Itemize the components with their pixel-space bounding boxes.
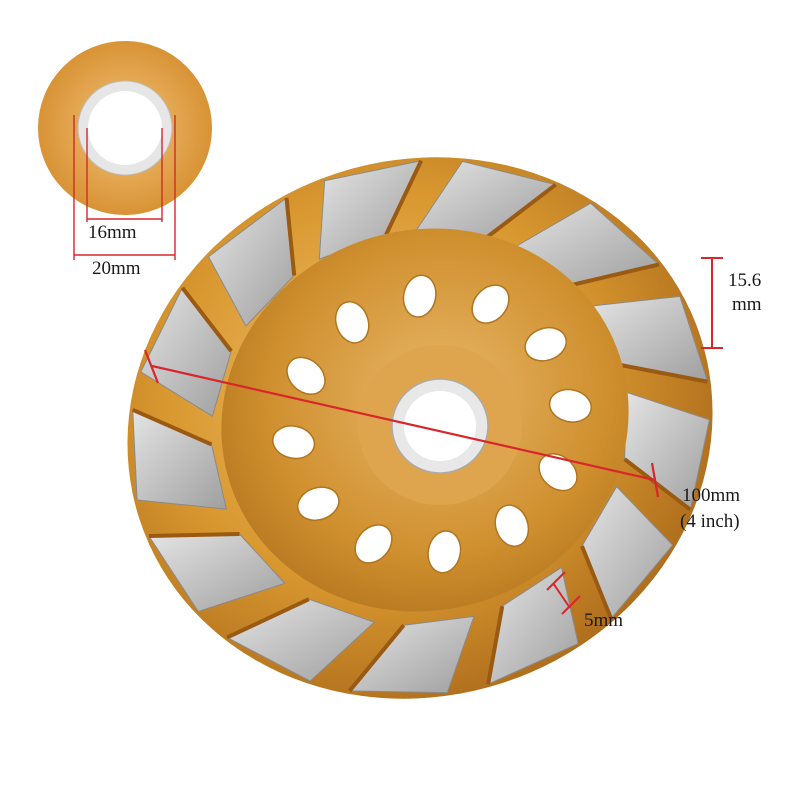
vent-hole [286, 356, 326, 395]
segment-gap [384, 159, 423, 236]
vent-hole [334, 300, 370, 344]
height-label-line1: 15.6 [728, 270, 762, 291]
vent-hole [548, 388, 592, 423]
segment-gap [484, 183, 557, 240]
cup-wheel [127, 157, 713, 699]
vent-hole [427, 530, 462, 574]
height-dimension [701, 257, 723, 349]
diamond-segment [348, 615, 475, 694]
segment-gap [580, 545, 613, 620]
segment-width-line [552, 582, 571, 609]
diameter-line [151, 364, 656, 482]
segment-gap [569, 262, 660, 288]
diamond-segment [581, 485, 674, 620]
segment-gap [284, 197, 297, 276]
bore-inset [38, 41, 212, 260]
vent-hole [494, 504, 530, 548]
diamond-segment [225, 598, 376, 682]
diameter-dimension [143, 349, 660, 498]
diameter-label-line2: (4 inch) [680, 511, 740, 532]
vent-holes [272, 274, 592, 574]
segment-gap [486, 605, 505, 685]
segment-gap [348, 623, 406, 693]
vent-hole [272, 425, 316, 460]
inset-bore-hole [88, 91, 162, 165]
vent-hole [354, 524, 393, 564]
height-label-line2: mm [732, 294, 762, 315]
vent-hole [471, 284, 510, 324]
bore-hole [404, 391, 476, 461]
segment-gap [619, 363, 708, 384]
segment-gap [180, 286, 233, 353]
diamond-segment [207, 196, 295, 327]
diamond-segments [131, 159, 710, 694]
inset-outer-bore-label: 20mm [92, 258, 141, 279]
segment-width-label: 5mm [584, 610, 624, 631]
vent-hole [296, 486, 340, 522]
segment-gap [623, 457, 692, 512]
diameter-label-line1: 100mm [682, 485, 741, 506]
segment-gap [131, 408, 213, 447]
segment-gap [226, 597, 310, 640]
segment-width-dimension [546, 571, 581, 615]
vent-hole [524, 326, 568, 362]
inset-inner-bore-label: 16mm [88, 222, 137, 243]
segment-gap [148, 531, 240, 539]
diamond-segment [624, 391, 710, 511]
vent-hole [402, 274, 437, 318]
